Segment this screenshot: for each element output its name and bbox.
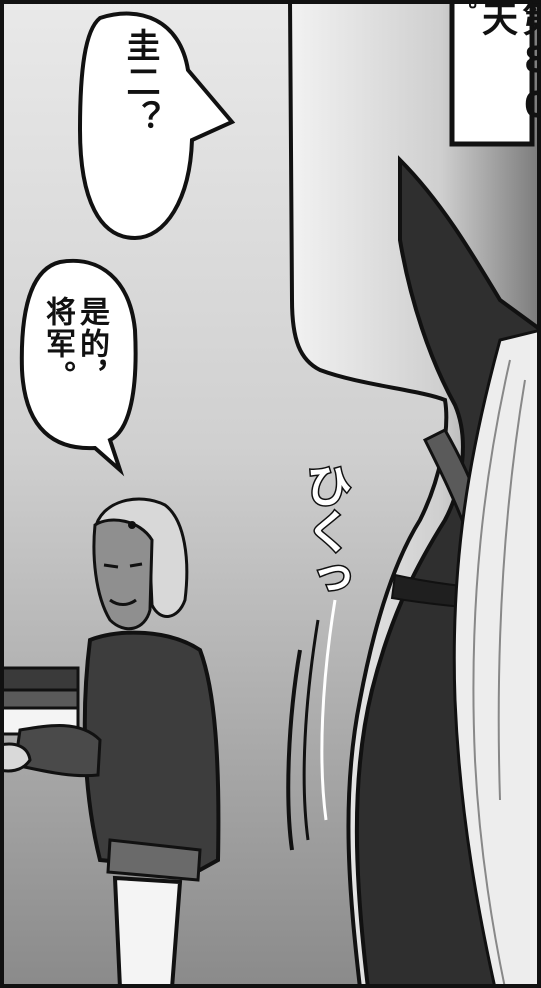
speech-bubble-2 xyxy=(19,258,138,477)
speech-bubble-1 xyxy=(77,11,236,241)
speech-bubble-2-text-col-b: 将军。 xyxy=(40,296,75,392)
sound-effect-text: ひくっ xyxy=(298,461,355,602)
old-man xyxy=(0,497,221,988)
stack-of-books xyxy=(0,666,80,736)
caption-day-label: 第80天 xyxy=(476,0,541,130)
caption-box xyxy=(449,0,535,147)
speech-bubble-1-text: 圭二？ xyxy=(120,28,160,136)
motion-lines xyxy=(286,649,302,851)
caption-dot: 。 xyxy=(451,0,476,22)
speech-bubble-2-text-col-a: 是的， xyxy=(74,296,109,392)
long-hair xyxy=(452,328,541,988)
